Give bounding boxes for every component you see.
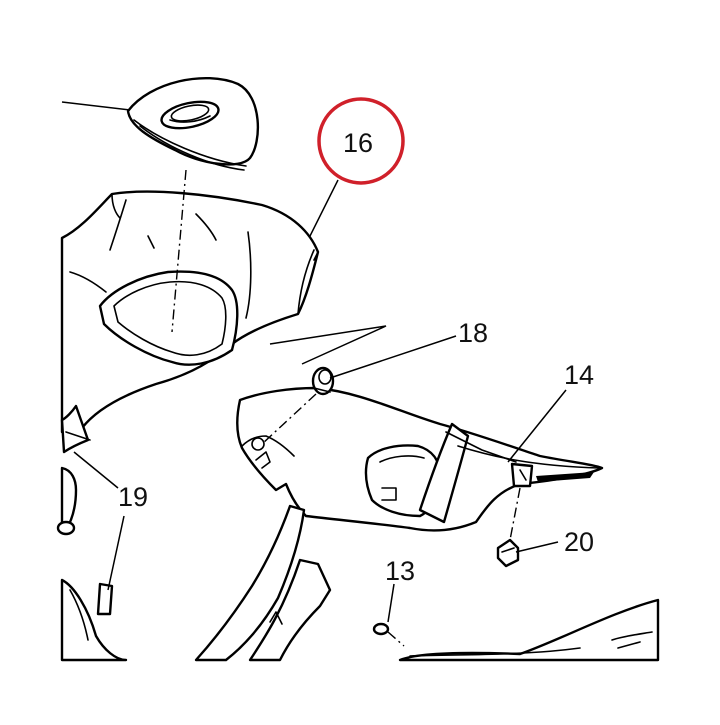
leader-14 [507, 389, 567, 463]
leader-13 [387, 583, 395, 623]
leader-16 [309, 179, 339, 237]
grommet-part-18[interactable] [311, 366, 335, 396]
axis-grommet [261, 393, 317, 445]
tank-cover-part-16[interactable] [60, 190, 320, 434]
lower-right-panel[interactable] [398, 598, 660, 662]
left-lower-panel[interactable] [56, 404, 128, 662]
axis-cap [171, 169, 187, 333]
callout-14[interactable]: 14 [564, 360, 594, 390]
leader-19a [73, 451, 119, 489]
leader-20 [515, 541, 559, 553]
highlight-ring-16 [317, 97, 405, 185]
fuel-cap-cover[interactable] [126, 77, 260, 171]
axis-clip [387, 631, 405, 647]
clip-part-13[interactable] [372, 622, 390, 636]
fastener-part-20[interactable] [496, 538, 520, 568]
callout-16[interactable]: 16 [343, 128, 373, 158]
callout-20[interactable]: 20 [564, 527, 594, 557]
side-fairing-part-14[interactable] [236, 386, 604, 532]
callout-19[interactable]: 19 [118, 482, 148, 512]
leader-18 [329, 335, 457, 379]
callout-13[interactable]: 13 [385, 556, 415, 586]
callout-18[interactable]: 18 [458, 318, 488, 348]
leader-16-split [269, 325, 387, 365]
lower-frame[interactable] [194, 504, 332, 662]
axis-fastener [509, 487, 521, 541]
leader-cap [61, 101, 131, 111]
leader-19b [107, 515, 125, 591]
